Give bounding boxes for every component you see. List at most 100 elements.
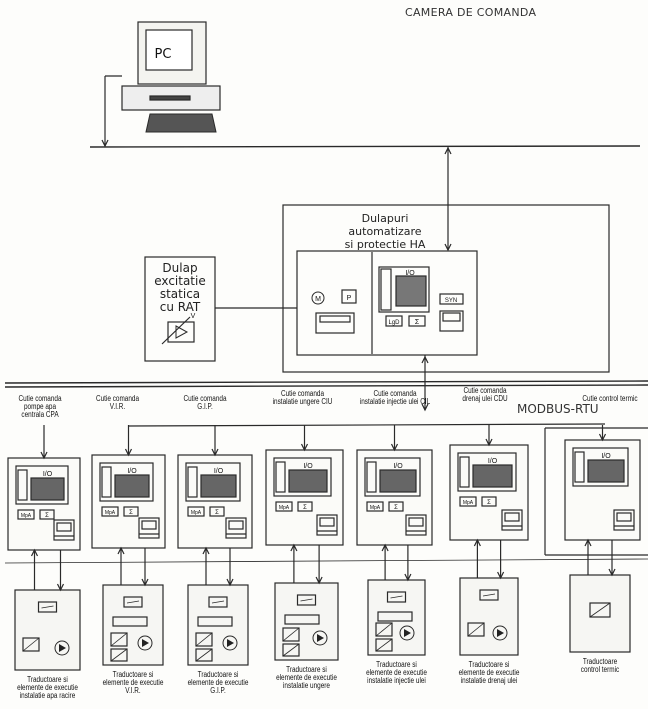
field-devices-label-3-line: elemente de executie	[187, 678, 249, 687]
field-devices-label-3-line: Traductoare si	[197, 670, 239, 679]
field-devices-label-7-line: Traductoare	[582, 657, 618, 666]
hmi-terminal	[53, 519, 75, 541]
control-box-enclosure	[449, 444, 529, 541]
level-transducer-glyph	[195, 648, 213, 662]
field-devices-label-6-line: Traductoare si	[468, 660, 510, 669]
ha-to-bus-bottom-arrow-icon	[421, 403, 429, 412]
io-slot	[187, 466, 198, 498]
command-link-arrow-icon	[608, 568, 616, 577]
field-devices-2	[102, 548, 164, 666]
hmi-screen	[319, 517, 335, 527]
ha-display	[315, 312, 355, 334]
pump-glyph	[59, 644, 66, 652]
transducer-icon	[282, 627, 300, 642]
regulator-box	[167, 321, 195, 343]
level-transducer-icon	[282, 643, 300, 657]
io-screen	[200, 474, 237, 498]
field-devices-5	[367, 545, 426, 656]
lgd-label: LgD	[388, 320, 400, 326]
ha-cabinet-panel	[296, 250, 478, 356]
transducer-glyph	[467, 622, 485, 637]
excitation-cabinet-label-line: excitatie	[154, 274, 206, 288]
field-devices-3	[187, 548, 249, 666]
hmi-screen	[504, 512, 520, 522]
transducer-icon	[195, 632, 213, 647]
command-link-arrow-icon	[497, 571, 505, 580]
hmi-terminal	[613, 509, 635, 531]
pump-glyph	[227, 639, 234, 647]
control-box-label-3-line: G.I.P.	[197, 402, 213, 411]
field-devices-label-4-line: Traductoare si	[286, 665, 327, 674]
level-transducer-glyph	[282, 643, 300, 657]
sigma-label: Σ	[394, 505, 398, 511]
transducer-icon	[110, 632, 128, 647]
mpa-button	[17, 509, 35, 520]
field-devices-label-6-line: instalatie drenaj ulei	[460, 676, 518, 685]
ha-cabinet-label-line: automatizare	[348, 225, 422, 238]
transducer-glyph	[110, 632, 128, 647]
modbus-line	[127, 423, 606, 427]
ha-io-module	[378, 266, 430, 313]
pump-icon	[312, 630, 328, 646]
command-link-arrow-icon	[56, 583, 65, 592]
mpa-button	[187, 506, 205, 517]
ha-cabinet-label-line: Dulapuri	[361, 212, 409, 225]
command-link-arrow-icon	[315, 576, 323, 585]
field-devices-label-5-line: Traductoare si	[376, 660, 417, 669]
limit-switch-glyph	[126, 600, 140, 604]
control-box-label-3-line: Cutie comanda	[183, 394, 227, 403]
command-link-arrow-icon	[404, 573, 412, 582]
valve-icon	[377, 611, 413, 622]
feedback-link-arrow-icon	[473, 538, 481, 547]
sigma-label: Σ	[415, 319, 420, 326]
io-label: I/O	[488, 458, 498, 465]
modbus-drop-arrow-icon	[390, 443, 399, 452]
io-screen	[472, 464, 513, 488]
limit-switch-glyph	[41, 605, 54, 609]
transducer-icon	[375, 622, 393, 637]
sigma-label: Σ	[487, 500, 491, 506]
feedback-link-arrow-icon	[584, 538, 592, 547]
field-devices-label-5-line: elemente de executie	[366, 668, 427, 677]
io-screen	[114, 474, 150, 498]
pc-screen	[145, 29, 193, 71]
field-devices-label-2-line: elemente de executie	[102, 678, 164, 687]
io-screen	[379, 469, 417, 493]
p-button	[341, 289, 357, 304]
hmi-terminal	[225, 517, 247, 539]
ethernet-bus	[89, 145, 641, 148]
field-devices-label-1-line: instalatie apa racire	[19, 691, 76, 700]
transducer-glyph	[195, 632, 213, 647]
mpa-label: MpA	[279, 505, 290, 511]
pump-icon	[222, 635, 238, 651]
adjust-arrow	[161, 316, 191, 345]
hmi-screen	[408, 517, 424, 527]
control-box-label-5-line: Cutie comanda	[373, 389, 417, 398]
syn-label: SYN	[445, 298, 457, 304]
excitation-cabinet-label-line: Dulap	[162, 261, 198, 275]
limit-switch-icon	[37, 601, 58, 613]
command-link-arrow-icon	[226, 578, 234, 587]
field-devices-1	[14, 550, 81, 671]
limit-switch-glyph	[300, 598, 313, 602]
p-label: P	[347, 295, 352, 302]
modbus-drop-arrow-icon	[598, 433, 607, 442]
transducer-glyph	[282, 627, 300, 642]
ha-uplink-top-arrow-icon	[444, 146, 452, 155]
mpa-label: MpA	[191, 510, 202, 516]
control-box-label-2-line: Cutie comanda	[95, 394, 140, 403]
field-devices-7	[569, 540, 631, 653]
pump-icon	[137, 635, 153, 651]
ha-to-bus-arrow-icon	[421, 355, 429, 364]
valve-icon	[112, 616, 148, 627]
control-box-label-5-line: instalatie injectie ulei CIL	[359, 397, 431, 406]
hmi-terminal	[316, 514, 338, 536]
hmi-terminal	[405, 514, 427, 536]
control-room-title: CAMERA DE COMANDA	[405, 6, 537, 19]
field-device-box	[459, 577, 519, 656]
